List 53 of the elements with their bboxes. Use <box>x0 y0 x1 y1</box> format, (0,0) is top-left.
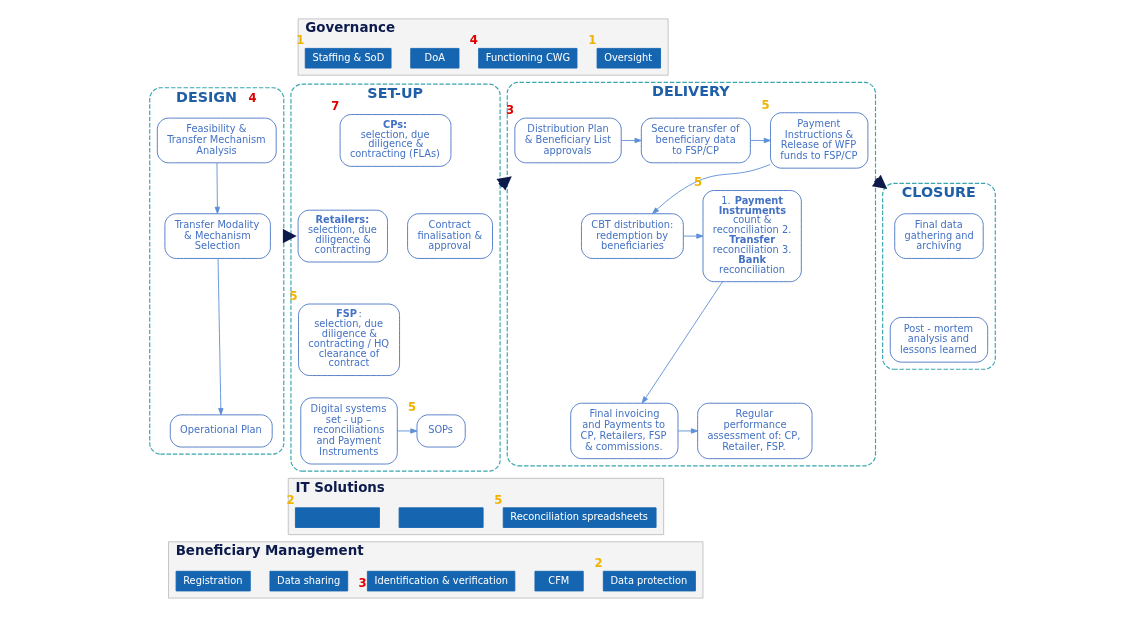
arrow <box>397 428 418 434</box>
node-label: 1 <box>588 33 597 48</box>
node-label: 4 <box>469 33 478 48</box>
node-box: Data sharing <box>269 570 349 592</box>
node-box: Operational Plan <box>169 414 273 448</box>
arrow <box>217 258 224 416</box>
node-box <box>398 507 484 528</box>
node-label: 5 <box>408 399 417 414</box>
node-box: SOPs <box>416 414 466 448</box>
arrow <box>652 164 771 215</box>
node-box: CBT distribution: redemption by beneficiaries <box>581 213 684 259</box>
node-box: Functioning CWG <box>478 47 578 69</box>
node-box: Staffing & SoD <box>304 47 392 69</box>
node-box: Regular performance assessment of: CP, Retailer, FSP. <box>697 402 813 460</box>
node-label: 2 <box>594 556 603 571</box>
node-box: Payment Instructions & Release of WFP funds to FSP/CP <box>770 112 869 169</box>
node-box: Data protection <box>602 570 696 592</box>
node-box: Registration <box>175 570 251 592</box>
node-label: 5 <box>289 288 298 303</box>
arrow <box>621 137 642 144</box>
node-box: Identification & verification <box>366 570 516 592</box>
node-label: 5 <box>694 175 703 190</box>
arrow <box>641 281 723 404</box>
node-label: 5 <box>494 492 503 507</box>
node-box: Transfer Modality & Mechanism Selection <box>164 213 271 259</box>
arrow <box>750 137 771 144</box>
arrow <box>677 428 699 434</box>
node-label: 7 <box>331 99 340 114</box>
node-box: Post - mortem analysis and lessons learned <box>889 317 989 363</box>
node-box: FSP: selection, due diligence & contracting / HQ clearance of contract <box>298 303 400 376</box>
node-box: Final invoicing and Payments to CP, Retailers, FSP & commissions. <box>570 402 679 460</box>
node-label: 1 <box>296 33 305 48</box>
arrow <box>214 162 221 214</box>
node-box: Retailers: selection, due diligence & contracting <box>297 209 388 263</box>
node-box: Final data gathering and archiving <box>894 213 984 259</box>
node-box: DoA <box>410 47 460 69</box>
node-box <box>294 507 380 528</box>
node-box: Contract finalisation & approval <box>407 213 493 259</box>
node-label: 5 <box>761 97 770 112</box>
node-label: 3 <box>358 575 367 590</box>
node-box: CFM <box>534 570 584 592</box>
node-box: Feasibility & Transfer Mechanism Analysis <box>156 117 277 164</box>
node-box: Reconciliation spreadsheets <box>502 507 657 528</box>
arrow <box>682 233 704 239</box>
node-box: Digital systems set - up – reconciliations and Payment Instruments <box>300 397 398 465</box>
node-label: 4 <box>248 90 257 105</box>
node-box: 1. Payment Instruments count & reconciliation 2. Transfer reconciliation 3. Bank reconciliation <box>702 190 802 283</box>
node-box: CPs: selection, due diligence & contracting (FLAs) <box>339 114 452 167</box>
node-label: 3 <box>505 103 514 118</box>
node-label: 2 <box>286 492 295 507</box>
node-box: Oversight <box>596 47 661 69</box>
node-box: Secure transfer of beneficiary data to FSP/CP <box>640 117 751 164</box>
node-box: Distribution Plan & Beneficiary List approvals <box>514 117 622 164</box>
